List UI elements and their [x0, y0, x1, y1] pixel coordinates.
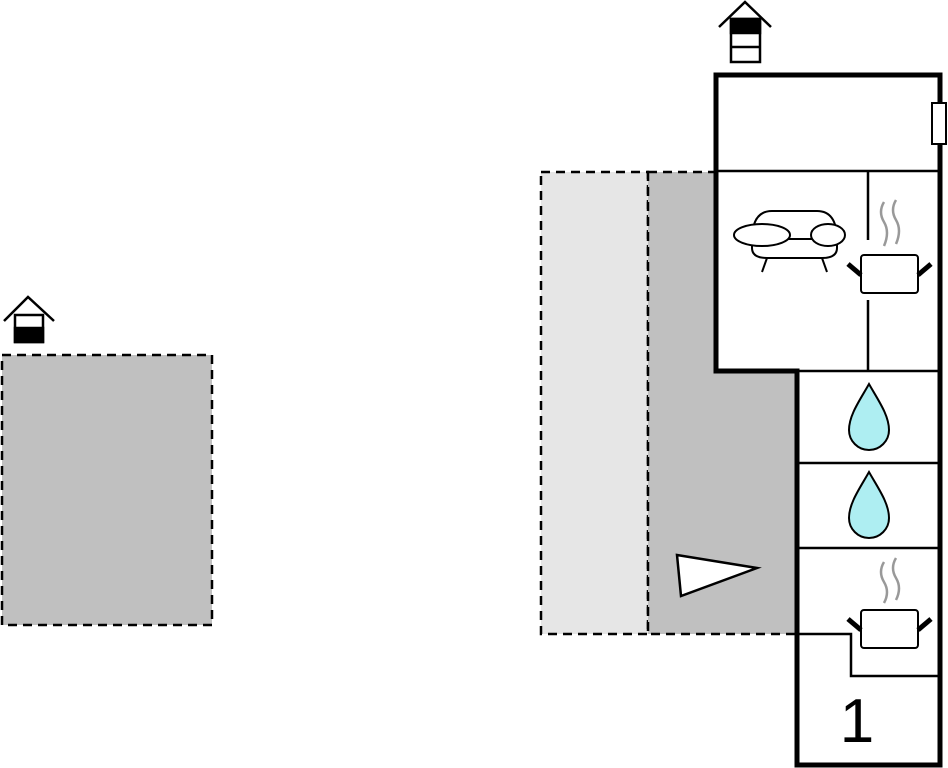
terrace-light — [539, 170, 650, 636]
sofa-icon — [733, 210, 846, 273]
outdoor-area-left — [0, 353, 214, 627]
direction-arrow-icon — [675, 553, 762, 598]
water-drop-icon — [847, 469, 891, 539]
kitchen-pot-icon — [846, 199, 933, 294]
kitchen-pot-icon — [846, 557, 933, 649]
water-drop-icon — [847, 381, 891, 451]
house-entrance-icon — [3, 295, 55, 344]
window — [931, 102, 947, 145]
house-entrance-icon — [718, 0, 772, 64]
room-number-label: 1 — [840, 687, 874, 756]
interior-walls — [716, 169, 940, 678]
